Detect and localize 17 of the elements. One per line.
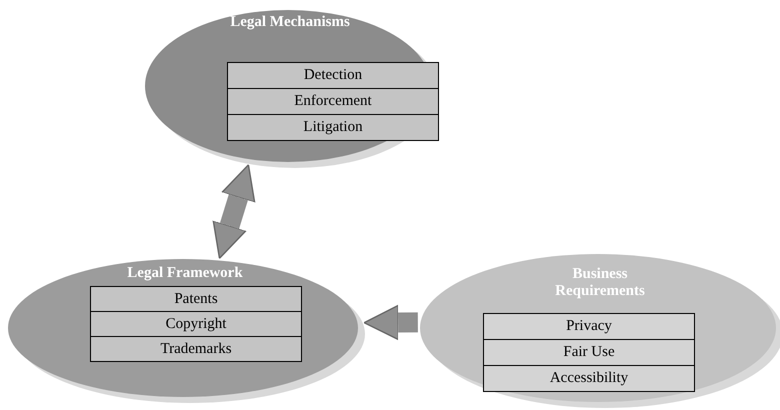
table-row: Privacy [483, 313, 695, 340]
table-row: Copyright [90, 311, 302, 337]
ellipse-node [142, 8, 438, 168]
table-row: Enforcement [227, 88, 439, 115]
block-arrow [363, 304, 418, 340]
block-arrow [212, 164, 256, 260]
table-row: Litigation [227, 114, 439, 141]
table-row: Patents [90, 286, 302, 312]
ellipse-node [417, 252, 780, 408]
table-row: Detection [227, 62, 439, 89]
table-row: Fair Use [483, 339, 695, 366]
table-row: Accessibility [483, 365, 695, 392]
ellipse-title: Legal Mechanisms [229, 14, 351, 31]
ellipse-title: Business Requirements [554, 266, 646, 300]
table-row: Trademarks [90, 336, 302, 362]
ellipse-node [5, 257, 365, 403]
ellipse-title: Legal Framework [126, 265, 244, 282]
